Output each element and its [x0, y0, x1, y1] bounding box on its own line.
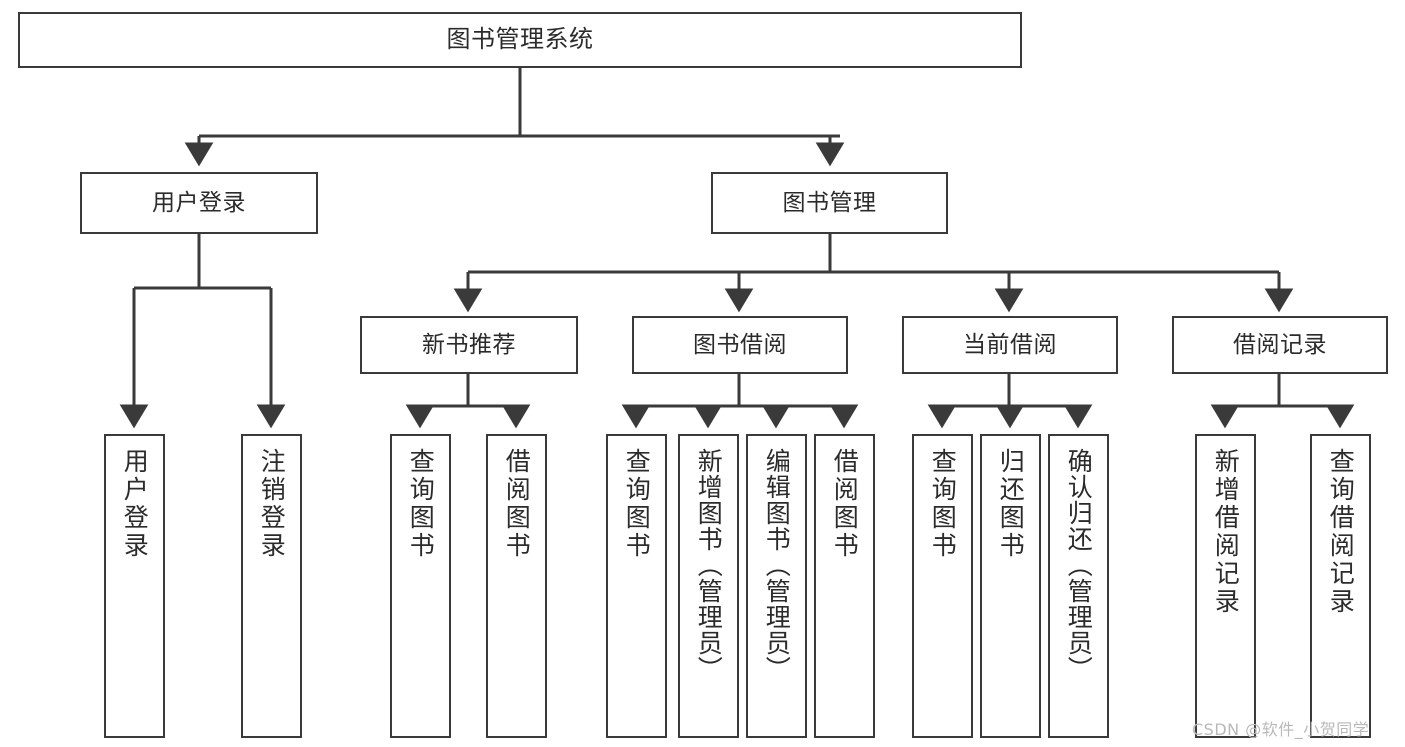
node-label: 用户登录: [120, 448, 150, 560]
node-leaf-add-borrow-record[interactable]: 新增借阅记录: [1195, 434, 1256, 738]
node-label: 查询图书: [622, 448, 652, 560]
node-book-management[interactable]: 图书管理: [711, 172, 948, 234]
node-leaf-user-login[interactable]: 用户登录: [104, 434, 165, 738]
node-book-borrow[interactable]: 图书借阅: [632, 316, 848, 374]
node-label: 查询图书: [406, 448, 436, 560]
node-label: 注销登录: [257, 448, 287, 560]
node-label: 借阅图书: [830, 448, 860, 560]
csdn-watermark: CSDN @软件_小贺同学: [1192, 720, 1370, 739]
node-leaf-borrow-book-2[interactable]: 借阅图书: [814, 434, 875, 738]
node-leaf-logout-login[interactable]: 注销登录: [241, 434, 302, 738]
node-label: 借阅图书: [502, 448, 532, 560]
node-label: 图书借阅: [693, 331, 787, 358]
node-current-borrow[interactable]: 当前借阅: [902, 316, 1118, 374]
node-label: 确认归还（管理员）: [1064, 448, 1094, 682]
node-leaf-query-borrow-record[interactable]: 查询借阅记录: [1310, 434, 1371, 738]
node-leaf-edit-book[interactable]: 编辑图书（管理员）: [746, 434, 807, 738]
node-user-login[interactable]: 用户登录: [80, 172, 318, 234]
node-label: 编辑图书（管理员）: [762, 448, 792, 682]
node-label: 当前借阅: [963, 331, 1057, 358]
node-leaf-return-book[interactable]: 归还图书: [980, 434, 1041, 738]
node-label: 新增图书（管理员）: [694, 448, 724, 682]
node-label: 用户登录: [152, 189, 246, 216]
node-new-book-recommend[interactable]: 新书推荐: [360, 316, 578, 374]
node-label: 新增借阅记录: [1211, 448, 1241, 616]
node-leaf-borrow-book-1[interactable]: 借阅图书: [486, 434, 547, 738]
node-root-system[interactable]: 图书管理系统: [18, 12, 1022, 68]
node-leaf-query-book-3[interactable]: 查询图书: [912, 434, 973, 738]
node-leaf-confirm-return[interactable]: 确认归还（管理员）: [1048, 434, 1109, 738]
node-label: 图书管理系统: [446, 25, 594, 54]
node-leaf-query-book-1[interactable]: 查询图书: [390, 434, 451, 738]
node-leaf-query-book-2[interactable]: 查询图书: [606, 434, 667, 738]
node-leaf-add-book[interactable]: 新增图书（管理员）: [678, 434, 739, 738]
node-label: 查询借阅记录: [1326, 448, 1356, 616]
node-label: 借阅记录: [1233, 331, 1327, 358]
node-label: 查询图书: [928, 448, 958, 560]
node-borrow-record[interactable]: 借阅记录: [1172, 316, 1388, 374]
node-label: 新书推荐: [422, 331, 516, 358]
node-label: 图书管理: [782, 189, 877, 216]
node-label: 归还图书: [996, 448, 1026, 560]
